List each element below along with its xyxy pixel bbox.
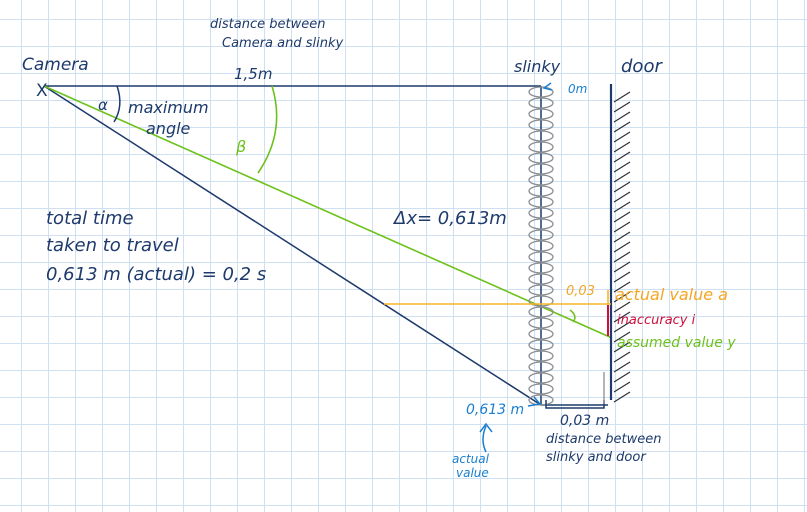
slinky-loop	[528, 295, 554, 307]
slinky-loop	[528, 339, 554, 351]
hatch-stroke	[613, 361, 631, 373]
hatch-stroke	[613, 171, 631, 183]
slinky-loop	[528, 141, 554, 153]
slinky-loop	[528, 394, 554, 406]
slinky-loop	[528, 372, 554, 384]
slinky-loop	[528, 350, 554, 362]
beta-arc	[257, 85, 278, 174]
value-003-label: 0,03	[566, 284, 595, 299]
slinky-loop	[528, 317, 554, 329]
slinky-loop	[528, 174, 554, 186]
alpha-label: α	[98, 96, 108, 114]
hatch-stroke	[613, 281, 631, 293]
camera-label: Camera	[22, 55, 89, 75]
slinky-loop	[528, 119, 554, 131]
inaccuracy-i-label: inaccuracy i	[617, 313, 696, 328]
actual-value-line1: actual	[452, 452, 490, 466]
hatch-stroke	[613, 351, 631, 363]
zero-mark-label: 0m	[568, 82, 587, 96]
slinky-loop	[528, 86, 554, 98]
slinky-loop	[528, 108, 554, 120]
camera-mark: X	[36, 81, 48, 101]
hatch-stroke	[613, 111, 631, 123]
dist-cam-slinky-value: 1,5m	[234, 65, 272, 83]
assumed-value-y-label: assumed value y	[617, 335, 736, 351]
slinky-loop	[528, 185, 554, 197]
hatch-stroke	[613, 321, 631, 333]
hatch-stroke	[613, 231, 631, 243]
slinky-loop	[528, 196, 554, 208]
slinky-loop	[528, 262, 554, 274]
dist-slinky-door-line2: slinky and door	[546, 450, 647, 465]
hatch-stroke	[613, 371, 631, 383]
door-hatching	[613, 91, 631, 403]
hatch-stroke	[613, 181, 631, 193]
slinky-loop	[528, 97, 554, 109]
hatch-stroke	[613, 251, 631, 263]
slinky-loop	[528, 207, 554, 219]
gap-bracket	[545, 400, 605, 409]
slinky-loop	[528, 306, 554, 318]
hatch-stroke	[613, 291, 631, 303]
camera-green-ray	[43, 85, 613, 339]
hatch-stroke	[613, 101, 631, 113]
total-time-line1: total time	[46, 208, 134, 229]
max-angle-line1: maximum	[128, 98, 209, 117]
value-003m-label: 0,03 m	[560, 413, 609, 429]
hatch-stroke	[613, 261, 631, 273]
actual-value-line2: value	[456, 466, 489, 480]
hatch-stroke	[613, 201, 631, 213]
slinky-loop	[528, 229, 554, 241]
hatch-stroke	[613, 331, 631, 343]
hatch-stroke	[613, 391, 631, 403]
hatch-stroke	[613, 211, 631, 223]
max-angle-line2: angle	[146, 119, 191, 138]
hatch-stroke	[613, 141, 631, 153]
actual-value-arrow	[479, 422, 493, 453]
total-time-line2: taken to travel	[46, 235, 179, 256]
slinky-loop	[528, 251, 554, 263]
dist-cam-slinky-line2: Camera and slinky	[222, 36, 344, 51]
slinky-loop	[528, 284, 554, 296]
slinky-loop	[528, 152, 554, 164]
hatch-stroke	[613, 121, 631, 133]
hatch-stroke	[613, 91, 631, 103]
dist-slinky-door-line1: distance between	[546, 432, 661, 447]
hatch-stroke	[613, 151, 631, 163]
actual-value-a-label: actual value a	[615, 285, 728, 304]
total-time-line3: 0,613 m (actual) = 0,2 s	[46, 264, 266, 285]
hatch-stroke	[613, 311, 631, 323]
slinky-loop	[528, 383, 554, 395]
hatch-stroke	[613, 301, 631, 313]
dist-cam-slinky-line1: distance between	[210, 17, 325, 32]
hatch-stroke	[613, 161, 631, 173]
bottom-arrow	[527, 396, 542, 407]
hatch-stroke	[613, 191, 631, 203]
slinky-coil	[528, 86, 554, 406]
hatch-stroke	[613, 341, 631, 353]
slinky-loop	[528, 361, 554, 373]
door-label: door	[621, 56, 663, 77]
slinky-loop	[528, 273, 554, 285]
hatch-stroke	[613, 381, 631, 393]
hatch-stroke	[613, 221, 631, 233]
alpha-arc	[113, 85, 121, 123]
slinky-loop	[528, 130, 554, 142]
slinky-label: slinky	[514, 57, 561, 76]
slinky-loop	[528, 240, 554, 252]
hatch-stroke	[613, 241, 631, 253]
beta-label: β	[235, 137, 246, 156]
delta-x-label: Δx= 0,613m	[392, 208, 507, 229]
value-0613m-label: 0,613 m	[466, 402, 524, 418]
slinky-loop	[528, 163, 554, 175]
slinky-loop	[528, 328, 554, 340]
slinky-loop	[528, 218, 554, 230]
camera-bottom-ray	[43, 85, 542, 406]
angle-mark	[569, 309, 576, 323]
hatch-stroke	[613, 131, 631, 143]
hatch-stroke	[613, 271, 631, 283]
zero-arrow	[542, 82, 553, 91]
